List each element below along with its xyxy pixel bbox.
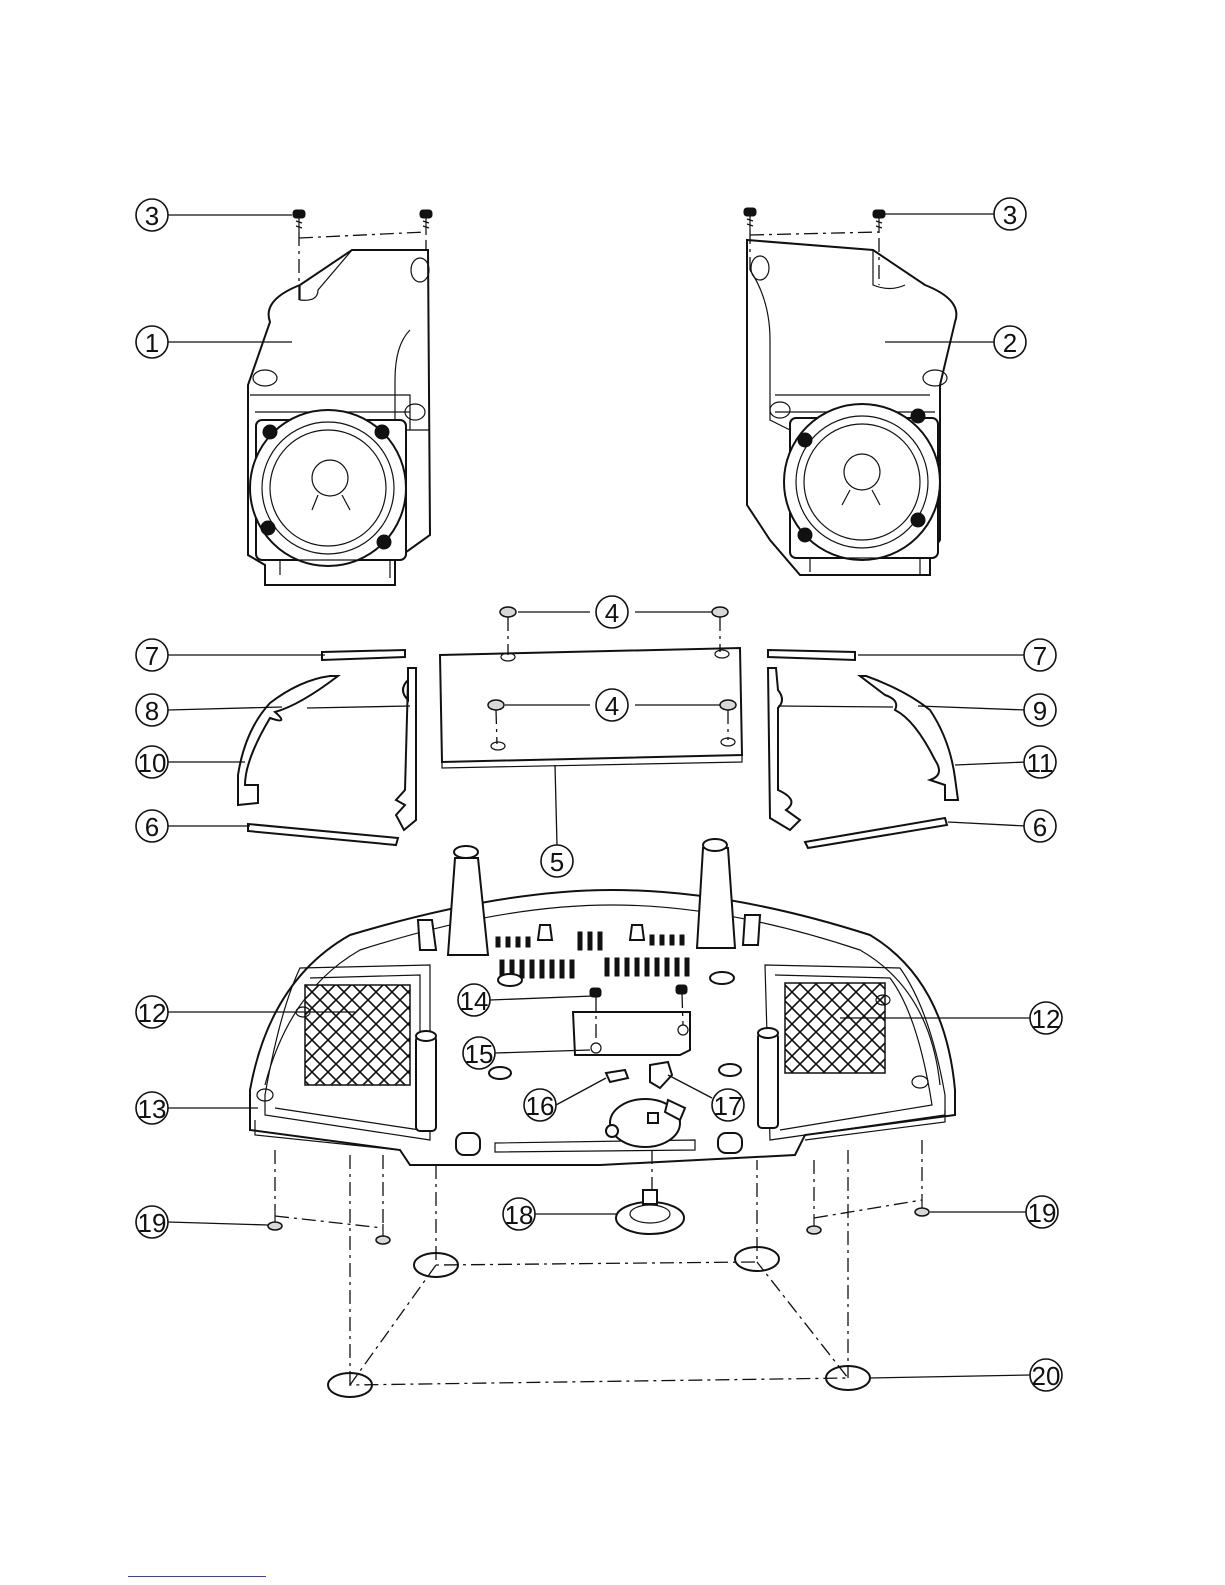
callout-3-right: 3 (994, 198, 1026, 230)
center-panel (440, 648, 742, 768)
screw-icon (293, 210, 305, 232)
callout-16-label: 16 (526, 1091, 555, 1121)
callout-15: 15 (463, 1037, 495, 1069)
callout-13: 13 (136, 1092, 168, 1124)
callout-1-label: 1 (145, 328, 159, 358)
callout-11-label: 11 (1027, 748, 1054, 778)
callout-20: 20 (1030, 1359, 1062, 1391)
callout-6-left-label: 6 (145, 812, 159, 842)
callout-19-right: 19 (1026, 1196, 1058, 1228)
callout-5-label: 5 (550, 847, 564, 877)
callout-16: 16 (524, 1089, 556, 1121)
callout-9-label: 9 (1033, 696, 1047, 726)
base-chassis (250, 839, 955, 1165)
callout-9: 9 (1024, 694, 1056, 726)
left-grille-pad (305, 985, 410, 1085)
callout-3-right-label: 3 (1003, 200, 1017, 230)
callout-7-left-label: 7 (145, 641, 159, 671)
screw-icon (268, 1210, 282, 1230)
callout-2: 2 (994, 326, 1026, 358)
left-speaker-assembly (248, 250, 430, 585)
callout-19-left: 19 (136, 1206, 168, 1238)
callout-12-right-label: 12 (1032, 1004, 1061, 1034)
callout-8: 8 (136, 694, 168, 726)
callout-3-left-label: 3 (145, 201, 159, 231)
callout-6-left: 6 (136, 810, 168, 842)
screw-icon (712, 607, 728, 652)
callout-12-left: 12 (136, 996, 168, 1028)
rubber-feet (328, 1150, 870, 1397)
callout-18-label: 18 (505, 1200, 534, 1230)
callout-7-right-label: 7 (1033, 641, 1047, 671)
callout-11: 11 (1024, 746, 1056, 778)
screw-icon (873, 210, 885, 232)
callout-10: 10 (136, 746, 168, 778)
callout-8-label: 8 (145, 696, 159, 726)
right-speaker-assembly (747, 240, 956, 575)
footer-link-underline[interactable] (128, 1576, 266, 1577)
screw-icon (915, 1196, 929, 1216)
callout-6-right-label: 6 (1033, 812, 1047, 842)
callout-12-right: 12 (1030, 1002, 1062, 1034)
callout-3-left: 3 (136, 199, 168, 231)
callout-17-label: 17 (714, 1091, 743, 1121)
callout-6-right: 6 (1024, 810, 1056, 842)
callout-14-label: 14 (460, 986, 489, 1016)
callout-4-middle-label: 4 (605, 691, 619, 721)
callout-20-label: 20 (1032, 1361, 1061, 1391)
callout-15-label: 15 (465, 1039, 494, 1069)
callout-10-label: 10 (138, 748, 167, 778)
callout-17: 17 (712, 1089, 744, 1121)
callout-19-right-label: 19 (1028, 1198, 1057, 1228)
right-gasket-set (768, 650, 958, 848)
screw-icon (744, 208, 756, 230)
callout-19-left-label: 19 (138, 1208, 167, 1238)
callout-2-label: 2 (1003, 328, 1017, 358)
screw-icon (500, 607, 516, 655)
callout-4-middle: 4 (596, 689, 628, 721)
callout-12-left-label: 12 (138, 998, 167, 1028)
callout-1: 1 (136, 326, 168, 358)
callout-7-right: 7 (1024, 639, 1056, 671)
callout-7-left: 7 (136, 639, 168, 671)
screw-icon (420, 210, 432, 232)
callout-4-top-label: 4 (605, 598, 619, 628)
callout-5: 5 (541, 845, 573, 877)
callout-14: 14 (458, 984, 490, 1016)
callout-18: 18 (503, 1198, 535, 1230)
right-grille-pad (785, 983, 885, 1073)
callout-4-top: 4 (596, 596, 628, 628)
callout-13-label: 13 (138, 1094, 167, 1124)
screw-icon (376, 1224, 390, 1244)
left-gasket-set (238, 650, 416, 845)
